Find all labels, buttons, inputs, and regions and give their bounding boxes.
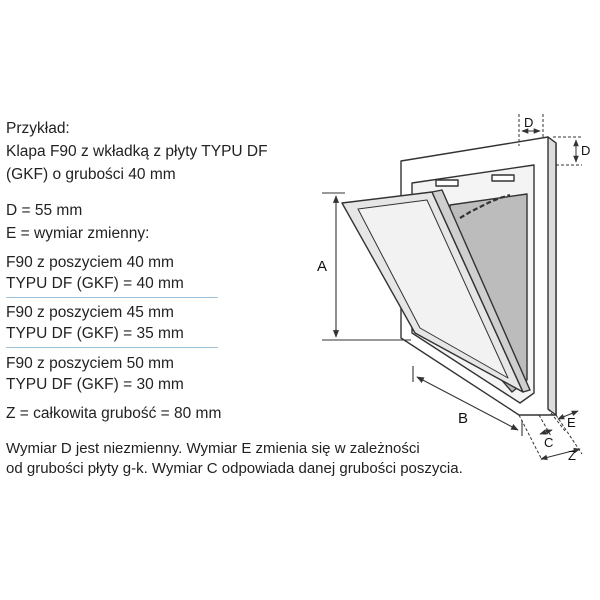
e-dimension-value: E = wymiar zmienny:	[6, 225, 150, 242]
variant-1-line-1: F90 z poszyciem 40 mm	[6, 254, 174, 271]
dimension-c-line	[539, 429, 553, 435]
variant-2-line-1: F90 z poszyciem 45 mm	[6, 304, 174, 321]
dimension-e-line	[557, 410, 579, 420]
example-line-2: (GKF) o grubości 40 mm	[6, 166, 176, 183]
door-leaf-edge	[431, 189, 531, 393]
dimension-b-label: B	[458, 410, 468, 427]
separator-line	[6, 347, 218, 348]
notes: Wymiar D jest niezmienny. Wymiar E zmien…	[6, 439, 463, 479]
dimension-c-label: C	[544, 435, 553, 450]
total-thickness: Z = całkowita grubość = 80 mm	[6, 405, 222, 422]
variant-1-line-2: TYPU DF (GKF) = 40 mm	[6, 275, 184, 292]
dimension-d-top-label: D	[524, 115, 533, 130]
d-dimension-value: D = 55 mm	[6, 202, 83, 219]
variant-3-line-2: TYPU DF (GKF) = 30 mm	[6, 376, 184, 393]
note-line-2: od grubości płyty g-k. Wymiar C odpowiad…	[6, 460, 463, 477]
separator-line	[6, 297, 218, 298]
dimension-extension	[555, 414, 583, 455]
variant-2-line-2: TYPU DF (GKF) = 35 mm	[6, 325, 184, 342]
dimension-d-right-label: D	[581, 143, 590, 158]
note-line-1: Wymiar D jest niezmienny. Wymiar E zmien…	[6, 440, 420, 457]
dimension-b-line	[416, 376, 519, 431]
dimension-e-label: E	[567, 415, 576, 430]
hinge-bracket	[435, 179, 459, 187]
example-line-1: Klapa F90 z wkładką z płyty TYPU DF	[6, 143, 268, 160]
dimension-z-label: Z	[568, 448, 576, 463]
variant-3-line-1: F90 z poszyciem 50 mm	[6, 355, 174, 372]
example-heading: Przykład:	[6, 120, 70, 137]
safety-chain	[459, 193, 511, 219]
dimension-z-line	[540, 447, 581, 461]
frame-side	[547, 136, 557, 416]
dimension-extension	[518, 414, 543, 461]
hinge-bracket	[491, 174, 515, 182]
dimension-a-label: A	[317, 258, 327, 275]
